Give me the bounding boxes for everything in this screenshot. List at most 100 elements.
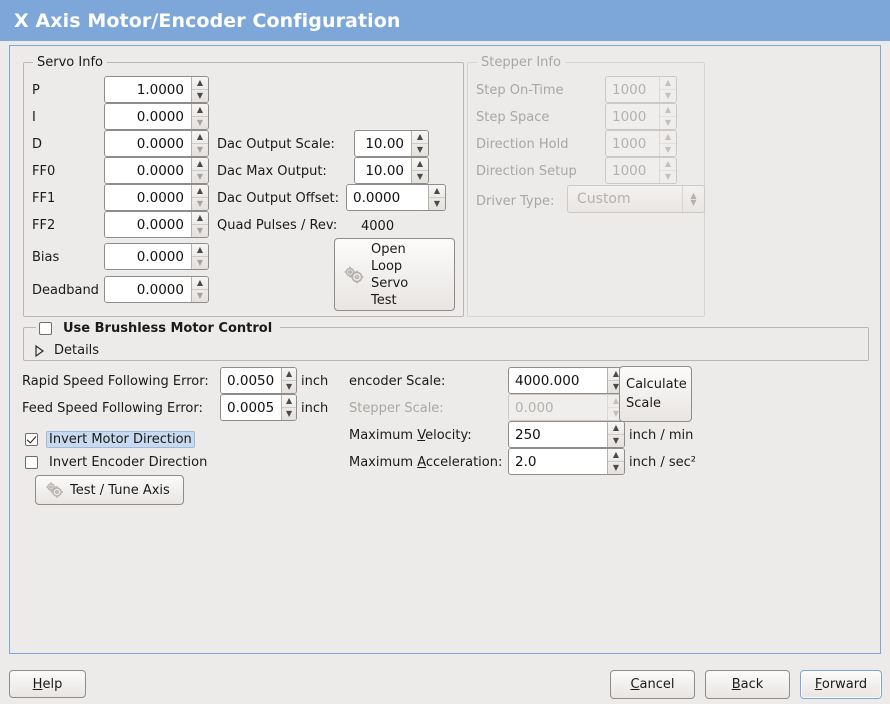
forward-button[interactable]: Forward [800,670,882,699]
rapid-speed-following-error-value[interactable]: 0.0050 [221,368,282,393]
spin-up-icon[interactable]: ▲ [612,423,620,432]
open-loop-servo-test-button[interactable]: Open Loop Servo Test [334,238,455,311]
invert-motor-direction-checkbox[interactable]: Invert Motor Direction [25,431,195,448]
open-loop-line-1: Open [371,241,406,257]
servo-info-group: Servo Info [23,55,464,317]
servo-input-ff0[interactable]: 0.0000 ▲▼ [104,157,209,184]
back-button[interactable]: Back [705,670,790,699]
spin-up-icon[interactable]: ▲ [286,396,293,405]
spin-down-icon[interactable]: ▼ [608,380,624,393]
spin-up-icon[interactable]: ▲ [196,278,204,287]
dac-output-offset-value[interactable]: 0.0000 [347,185,428,210]
servo-input-i-value[interactable]: 0.0000 [105,104,191,129]
spin-up-icon[interactable]: ▲ [416,132,424,141]
spin-down-icon[interactable]: ▼ [192,289,208,302]
servo-input-ff2-value[interactable]: 0.0000 [105,212,191,237]
checkbox-box[interactable] [39,322,52,335]
spin-up-icon: ▲ [664,159,672,168]
spin-down-icon[interactable]: ▼ [282,380,296,393]
use-brushless-motor-control-checkbox[interactable]: Use Brushless Motor Control [36,320,281,337]
maximum-acceleration-value[interactable]: 2.0 [509,449,607,474]
maximum-velocity-unit: inch / min [629,428,694,443]
help-button[interactable]: Help [9,670,86,698]
spin-up-icon[interactable]: ▲ [196,245,204,254]
spin-down-icon[interactable]: ▼ [412,143,428,156]
cancel-button[interactable]: Cancel [610,670,695,699]
spin-down-icon[interactable]: ▼ [192,197,208,210]
maximum-acceleration-spinner[interactable]: ▲▼ [607,449,624,474]
servo-input-d-spinner[interactable]: ▲▼ [191,131,208,156]
spin-up-icon[interactable]: ▲ [416,159,424,168]
servo-input-ff0-spinner[interactable]: ▲▼ [191,158,208,183]
servo-input-ff1[interactable]: 0.0000 ▲▼ [104,184,209,211]
dac-output-scale-input[interactable]: 10.00 ▲▼ [354,130,429,157]
spin-up-icon[interactable]: ▲ [196,132,204,141]
rapid-speed-following-error-input[interactable]: 0.0050 ▲▼ [220,367,297,394]
servo-input-d[interactable]: 0.0000 ▲▼ [104,130,209,157]
spin-down-icon[interactable]: ▼ [192,170,208,183]
servo-input-i[interactable]: 0.0000 ▲▼ [104,103,209,130]
servo-input-ff1-value[interactable]: 0.0000 [105,185,191,210]
spin-up-icon[interactable]: ▲ [196,186,204,195]
maximum-acceleration-input[interactable]: 2.0 ▲▼ [508,448,625,475]
servo-input-p[interactable]: 1.0000 ▲▼ [104,76,209,103]
servo-input-bias-spinner[interactable]: ▲▼ [191,244,208,269]
feed-speed-following-error-input[interactable]: 0.0005 ▲▼ [220,394,297,421]
feed-speed-following-error-value[interactable]: 0.0005 [221,395,282,420]
servo-input-p-spinner[interactable]: ▲▼ [191,77,208,102]
spin-down-icon[interactable]: ▼ [192,89,208,102]
servo-input-bias-value[interactable]: 0.0000 [105,244,191,269]
spin-up-icon[interactable]: ▲ [196,159,204,168]
spin-up-icon[interactable]: ▲ [612,369,620,378]
dac-max-output-value[interactable]: 10.00 [355,158,411,183]
servo-input-i-spinner[interactable]: ▲▼ [191,104,208,129]
spin-up-icon[interactable]: ▲ [196,105,204,114]
servo-input-ff2-spinner[interactable]: ▲▼ [191,212,208,237]
dac-max-output-spinner[interactable]: ▲▼ [411,158,428,183]
servo-input-ff1-spinner[interactable]: ▲▼ [191,185,208,210]
feed-speed-following-error-spinner[interactable]: ▲▼ [281,395,296,420]
servo-input-deadband[interactable]: 0.0000 ▲▼ [104,276,209,303]
spin-up-icon[interactable]: ▲ [433,186,441,195]
dac-output-scale-value[interactable]: 10.00 [355,131,411,156]
checkbox-box[interactable] [25,433,38,446]
spin-down-icon[interactable]: ▼ [412,170,428,183]
dac-output-scale-spinner[interactable]: ▲▼ [411,131,428,156]
servo-input-ff2[interactable]: 0.0000 ▲▼ [104,211,209,238]
invert-encoder-direction-checkbox[interactable]: Invert Encoder Direction [25,454,210,471]
encoder-scale-input[interactable]: 4000.000 ▲ ▼ [508,367,625,394]
maximum-velocity-value[interactable]: 250 [509,422,607,447]
servo-input-d-value[interactable]: 0.0000 [105,131,191,156]
servo-input-deadband-spinner[interactable]: ▲▼ [191,277,208,302]
servo-input-p-value[interactable]: 1.0000 [105,77,191,102]
servo-input-deadband-value[interactable]: 0.0000 [105,277,191,302]
spin-up-icon[interactable]: ▲ [286,369,293,378]
dac-max-output-input[interactable]: 10.00 ▲▼ [354,157,429,184]
checkbox-box[interactable] [25,456,38,469]
spin-down-icon[interactable]: ▼ [282,407,296,420]
spin-up-icon[interactable]: ▲ [196,213,204,222]
servo-input-bias[interactable]: 0.0000 ▲▼ [104,243,209,270]
dac-output-offset-spinner[interactable]: ▲▼ [428,185,445,210]
encoder-scale-value[interactable]: 4000.000 [509,368,607,393]
spin-down-icon[interactable]: ▼ [192,224,208,237]
spin-down-icon[interactable]: ▼ [608,434,624,447]
spin-up-icon[interactable]: ▲ [612,450,620,459]
calculate-scale-button[interactable]: Calculate Scale [619,366,692,422]
triangle-right-icon[interactable] [34,344,45,357]
maximum-velocity-spinner[interactable]: ▲▼ [607,422,624,447]
servo-input-ff0-value[interactable]: 0.0000 [105,158,191,183]
test-tune-axis-button[interactable]: Test / Tune Axis [35,475,184,505]
details-expander[interactable]: Details [34,343,99,358]
spin-down-icon[interactable]: ▼ [429,197,445,210]
spin-down-icon[interactable]: ▼ [192,116,208,129]
maximum-velocity-input[interactable]: 250 ▲▼ [508,421,625,448]
spin-down-icon[interactable]: ▼ [192,256,208,269]
step-on-time-spinner: ▲▼ [659,77,676,102]
rapid-speed-following-error-spinner[interactable]: ▲▼ [281,368,296,393]
servo-label-deadband: Deadband [32,283,99,298]
spin-up-icon[interactable]: ▲ [196,78,204,87]
spin-down-icon[interactable]: ▼ [192,143,208,156]
dac-output-offset-input[interactable]: 0.0000 ▲▼ [346,184,446,211]
spin-down-icon[interactable]: ▼ [608,461,624,474]
